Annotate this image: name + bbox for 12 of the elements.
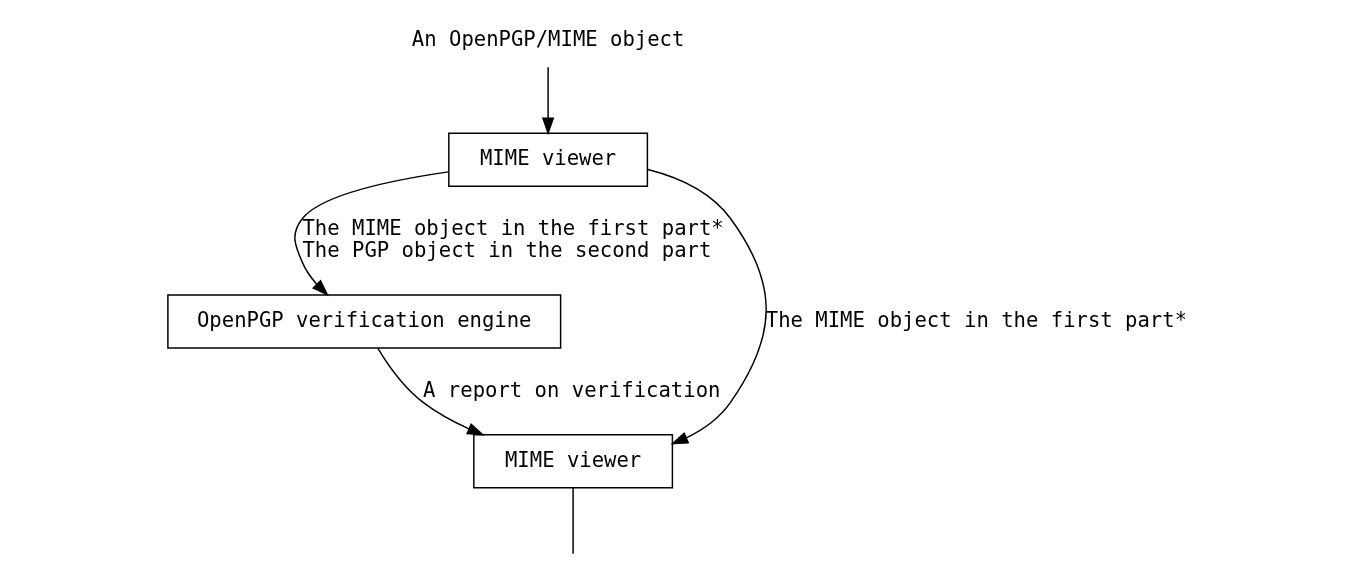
arrow: [293, 171, 449, 297]
arrow: [646, 168, 767, 445]
node-box: MIME viewer: [447, 132, 648, 187]
edge-label: A report on verification: [422, 377, 720, 402]
node-box: MIME viewer: [472, 434, 673, 489]
arrow: [541, 66, 554, 136]
node-text: An OpenPGP/MIME object: [411, 26, 684, 51]
edge-label: The MIME object in the first part* The PGP object in the second part: [301, 215, 724, 263]
edge-label: The MIME object in the first part*: [765, 307, 1187, 332]
node-box: OpenPGP verification engine: [166, 294, 561, 349]
connector: [571, 487, 574, 555]
arrow: [376, 347, 485, 436]
